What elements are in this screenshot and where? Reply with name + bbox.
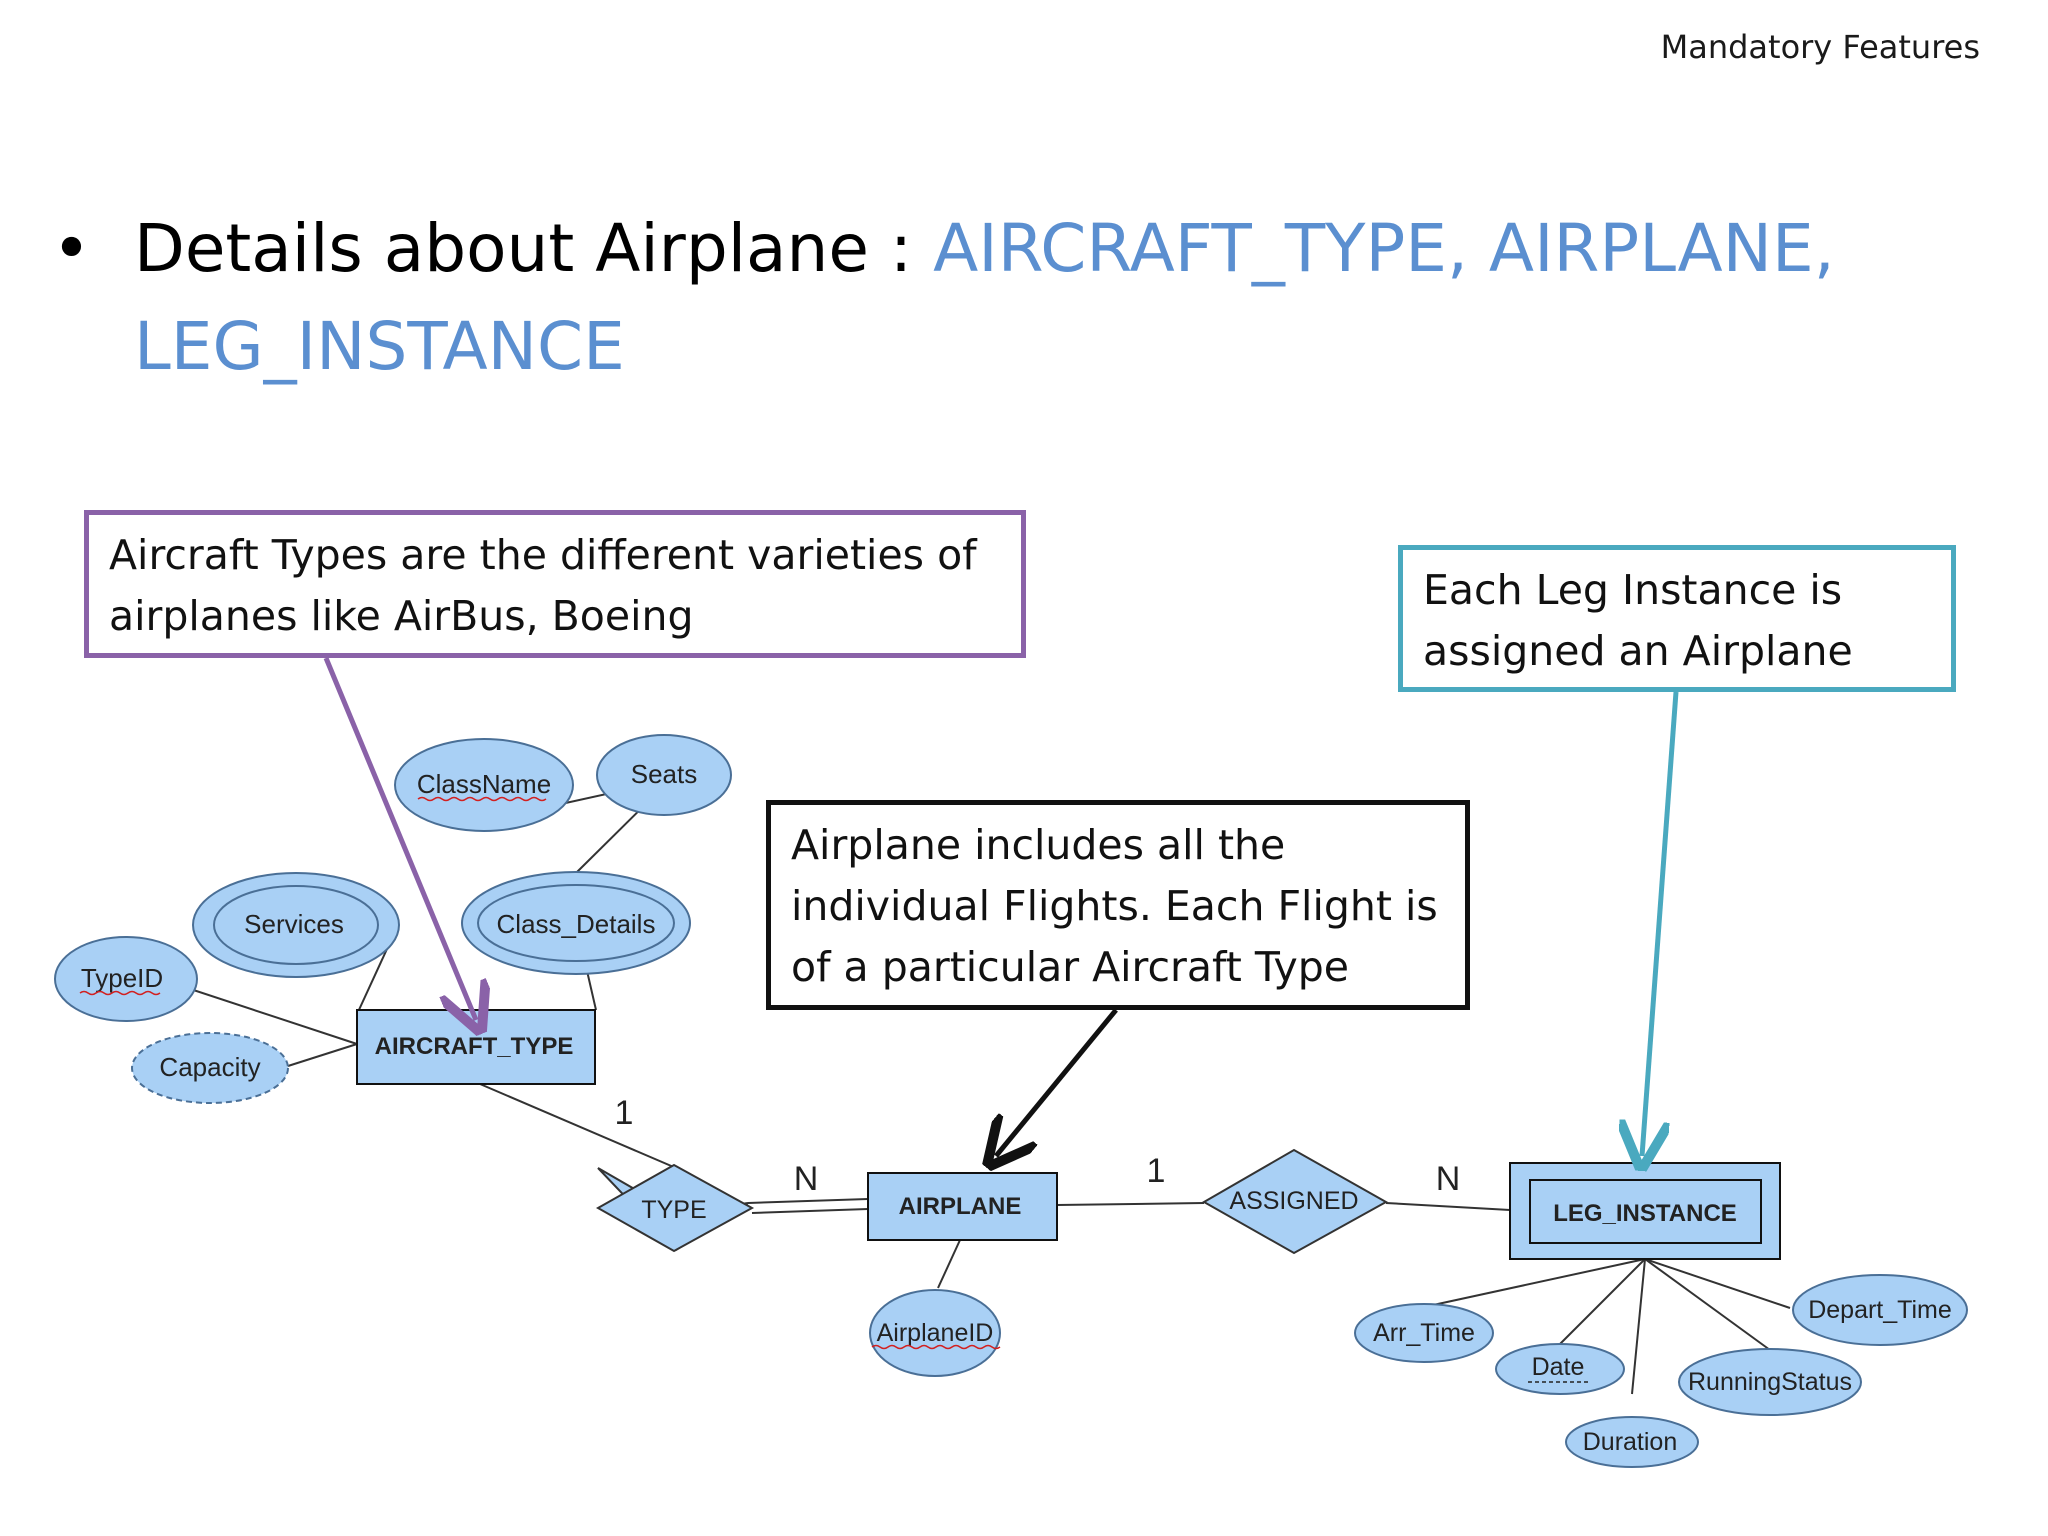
line-aircrafttype-type [479, 1083, 677, 1169]
line-leginstance-duration [1631, 1258, 1646, 1395]
attr-label-arr-time: Arr_Time [1373, 1319, 1475, 1347]
relationship-label-assigned: ASSIGNED [1229, 1187, 1358, 1215]
attribute-depart-time: Depart_Time [1792, 1274, 1968, 1346]
bullet-prefix: Details about Airplane : [134, 210, 934, 287]
attr-label-services: Services [244, 909, 344, 939]
attribute-seats: Seats [596, 734, 732, 816]
entity-airplane: AIRPLANE [867, 1172, 1058, 1241]
line-leginstance-arrtime [1423, 1258, 1646, 1308]
attr-label-airplaneid: AirplaneID [877, 1319, 994, 1347]
attribute-class-details: Class_Details [461, 871, 691, 975]
relationship-type: TYPE [595, 1163, 755, 1253]
entity-label-aircraft-type: AIRCRAFT_TYPE [375, 1033, 574, 1060]
cardinality-leg-instance: N [1436, 1160, 1461, 1198]
line-capacity-aircrafttype [287, 1043, 358, 1067]
line-type-airplane-a [747, 1198, 869, 1204]
key-underline [79, 990, 161, 996]
line-leginstance-runningstatus [1644, 1258, 1771, 1351]
key-underline [417, 796, 547, 802]
bullet-text: Details about Airplane : AIRCRAFT_TYPE, … [134, 200, 1952, 396]
line-leginstance-date [1559, 1258, 1646, 1345]
callout-leg-instance: Each Leg Instance is assigned an Airplan… [1398, 545, 1956, 692]
entity-aircraft-type: AIRCRAFT_TYPE [356, 1009, 596, 1085]
bullet-point: • Details about Airplane : AIRCRAFT_TYPE… [52, 200, 1952, 396]
line-type-airplane-b [751, 1208, 869, 1214]
cardinality-airplane-assigned: 1 [1147, 1152, 1166, 1190]
attribute-airplaneid: AirplaneID [869, 1289, 1001, 1377]
attribute-typeid: TypeID [54, 936, 198, 1022]
attribute-running-status: RunningStatus [1678, 1348, 1862, 1416]
entity-leg-instance: LEG_INSTANCE [1509, 1162, 1781, 1260]
attr-label-seats: Seats [631, 759, 698, 789]
attr-label-running-status: RunningStatus [1688, 1368, 1852, 1396]
entity-label-airplane: AIRPLANE [899, 1193, 1022, 1220]
attribute-capacity: Capacity [131, 1032, 289, 1104]
attribute-classname: ClassName [394, 738, 574, 832]
attribute-date: Date [1495, 1343, 1625, 1395]
attr-label-date: Date [1532, 1353, 1585, 1381]
line-airplane-assigned [1056, 1202, 1205, 1206]
arrow-aircraft-type-callout [323, 657, 476, 1020]
attribute-duration: Duration [1565, 1416, 1699, 1468]
attr-label-capacity: Capacity [159, 1052, 260, 1082]
attr-label-class-details: Class_Details [497, 909, 656, 939]
callout-airplane: Airplane includes all the individual Fli… [766, 800, 1470, 1010]
cardinality-aircraft-type: 1 [615, 1094, 634, 1132]
attribute-arr-time: Arr_Time [1354, 1303, 1494, 1363]
connector-lines [159, 779, 1791, 1395]
bullet-entities: AIRCRAFT_TYPE, AIRPLANE, LEG_INSTANCE [134, 210, 1835, 385]
relationship-label-type: TYPE [641, 1196, 706, 1224]
line-leginstance-departtime [1644, 1258, 1791, 1309]
cardinality-airplane-type: N [794, 1160, 819, 1198]
attr-label-depart-time: Depart_Time [1808, 1296, 1952, 1324]
bullet-symbol: • [52, 210, 91, 287]
callout-aircraft-type: Aircraft Types are the different varieti… [84, 510, 1026, 658]
arrow-airplane-callout [996, 1008, 1118, 1156]
entity-label-leg-instance: LEG_INSTANCE [1553, 1200, 1737, 1227]
attribute-services: Services [192, 872, 400, 978]
header-note: Mandatory Features [1660, 28, 1980, 66]
line-assigned-leginstance [1385, 1202, 1511, 1211]
key-underline [871, 1344, 1001, 1350]
attr-label-classname: ClassName [417, 769, 551, 799]
attr-label-typeid: TypeID [81, 963, 163, 993]
attr-label-duration: Duration [1583, 1428, 1678, 1456]
arrow-leg-instance-callout [1642, 691, 1679, 1156]
line-airplane-airplaneid [937, 1239, 961, 1289]
relationship-assigned: ASSIGNED [1201, 1148, 1389, 1255]
